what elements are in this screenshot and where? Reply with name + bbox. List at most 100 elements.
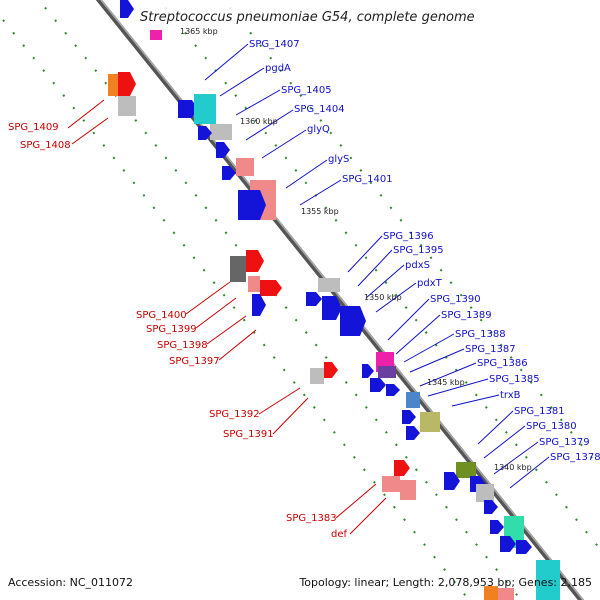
gene-glyph[interactable]	[378, 366, 396, 378]
gene-label[interactable]: SPG_1398	[157, 340, 208, 351]
gene-glyph[interactable]	[400, 480, 416, 500]
gene-label[interactable]: SPG_1408	[20, 140, 71, 151]
gene-glyph[interactable]	[238, 190, 266, 220]
gene-glyph[interactable]	[216, 142, 230, 158]
gene-label[interactable]: SPG_1389	[441, 310, 492, 321]
gene-label[interactable]: SPG_1409	[8, 122, 59, 133]
gene-glyph[interactable]	[386, 384, 400, 396]
genome-summary: Topology: linear; Length: 2,078,953 bp; …	[298, 576, 592, 589]
label-connector	[204, 43, 249, 81]
gene-label[interactable]: SPG_1378	[550, 452, 600, 463]
gene-glyph[interactable]	[402, 410, 416, 424]
gene-glyph[interactable]	[236, 158, 254, 176]
label-connector	[409, 348, 465, 373]
gene-label[interactable]: SPG_1407	[249, 39, 300, 50]
gene-label[interactable]: SPG_1385	[489, 374, 540, 385]
label-connector	[185, 281, 231, 315]
label-connector	[272, 397, 309, 435]
label-connector	[427, 378, 489, 397]
gene-glyph[interactable]	[322, 296, 342, 320]
gene-glyph[interactable]	[370, 378, 386, 392]
gene-glyph[interactable]	[498, 588, 514, 600]
gene-label[interactable]: SPG_1379	[539, 437, 590, 448]
gene-glyph[interactable]	[248, 276, 260, 292]
gene-glyph[interactable]	[340, 306, 366, 336]
gene-glyph[interactable]	[260, 280, 282, 296]
gene-glyph[interactable]	[252, 294, 266, 316]
gene-label[interactable]: SPG_1400	[136, 310, 187, 321]
label-connector	[218, 329, 257, 361]
gene-label[interactable]: SPG_1401	[342, 174, 393, 185]
gene-label[interactable]: SPG_1388	[455, 329, 506, 340]
gene-glyph[interactable]	[318, 278, 340, 292]
gene-glyph[interactable]	[516, 540, 532, 554]
label-connector	[375, 282, 417, 313]
gene-label[interactable]: pdxS	[405, 260, 430, 271]
gene-glyph[interactable]	[194, 94, 216, 124]
title-backdrop	[138, 4, 458, 26]
gene-glyph[interactable]	[210, 124, 232, 140]
gene-glyph[interactable]	[222, 166, 236, 180]
gene-label[interactable]: SPG_1404	[294, 104, 345, 115]
gene-label[interactable]: pdxT	[417, 278, 443, 289]
gene-label[interactable]: SPG_1392	[209, 409, 260, 420]
gene-glyph[interactable]	[456, 462, 476, 478]
label-connector	[387, 298, 430, 341]
gene-glyph[interactable]	[306, 292, 322, 306]
label-connector	[493, 441, 539, 475]
gene-glyph[interactable]	[362, 364, 374, 378]
label-connector	[71, 117, 109, 145]
gene-label[interactable]: pgdA	[265, 63, 291, 74]
gene-label[interactable]: glyQ	[307, 124, 330, 135]
gene-glyph[interactable]	[394, 460, 410, 476]
gene-glyph[interactable]	[120, 0, 134, 18]
gene-label[interactable]: SPG_1396	[383, 231, 434, 242]
gene-glyph[interactable]	[324, 362, 338, 378]
gene-glyph[interactable]	[150, 30, 162, 40]
gene-label[interactable]: SPG_1390	[430, 294, 481, 305]
gene-glyph[interactable]	[198, 126, 212, 140]
gene-glyph[interactable]	[108, 74, 118, 96]
gene-glyph[interactable]	[230, 256, 246, 282]
label-connector	[357, 249, 393, 287]
gene-label[interactable]: SPG_1399	[146, 324, 197, 335]
gene-label[interactable]: def	[331, 529, 348, 540]
gene-label[interactable]: SPG_1383	[286, 513, 337, 524]
label-connector	[206, 315, 247, 345]
gene-glyph[interactable]	[500, 536, 516, 552]
gene-label[interactable]: SPG_1395	[393, 245, 444, 256]
gene-glyph[interactable]	[118, 72, 136, 96]
gene-label[interactable]: SPG_1397	[169, 356, 220, 367]
label-connector	[395, 314, 441, 355]
gene-label[interactable]: SPG_1387	[465, 344, 516, 355]
gene-glyph[interactable]	[536, 560, 560, 600]
gene-glyph[interactable]	[382, 476, 400, 492]
gene-glyph[interactable]	[246, 250, 264, 272]
gene-label[interactable]: glyS	[328, 154, 349, 165]
label-connector	[285, 159, 328, 189]
gene-glyph[interactable]	[484, 586, 498, 600]
gene-glyph[interactable]	[444, 472, 460, 490]
label-connector	[483, 425, 526, 459]
gene-glyph[interactable]	[310, 368, 324, 384]
gene-glyph[interactable]	[420, 412, 440, 432]
gene-label[interactable]: SPG_1405	[281, 85, 332, 96]
gene-glyph[interactable]	[490, 520, 504, 534]
gene-glyph[interactable]	[178, 100, 198, 118]
gene-glyph[interactable]	[476, 484, 494, 502]
label-connector	[219, 67, 265, 97]
gene-glyph[interactable]	[118, 96, 136, 116]
gene-label[interactable]: SPG_1391	[223, 429, 274, 440]
gene-label[interactable]: SPG_1380	[526, 421, 577, 432]
gene-label[interactable]: trxB	[500, 390, 521, 401]
gene-label[interactable]: SPG_1386	[477, 358, 528, 369]
gene-glyph[interactable]	[484, 500, 498, 514]
label-connector	[195, 297, 237, 329]
gene-glyph[interactable]	[406, 392, 420, 408]
label-connector	[477, 410, 514, 445]
scale-label: 1360 kbp	[240, 117, 278, 126]
label-connector	[67, 99, 105, 129]
gene-glyph[interactable]	[406, 426, 420, 440]
gene-label[interactable]: SPG_1381	[514, 406, 565, 417]
